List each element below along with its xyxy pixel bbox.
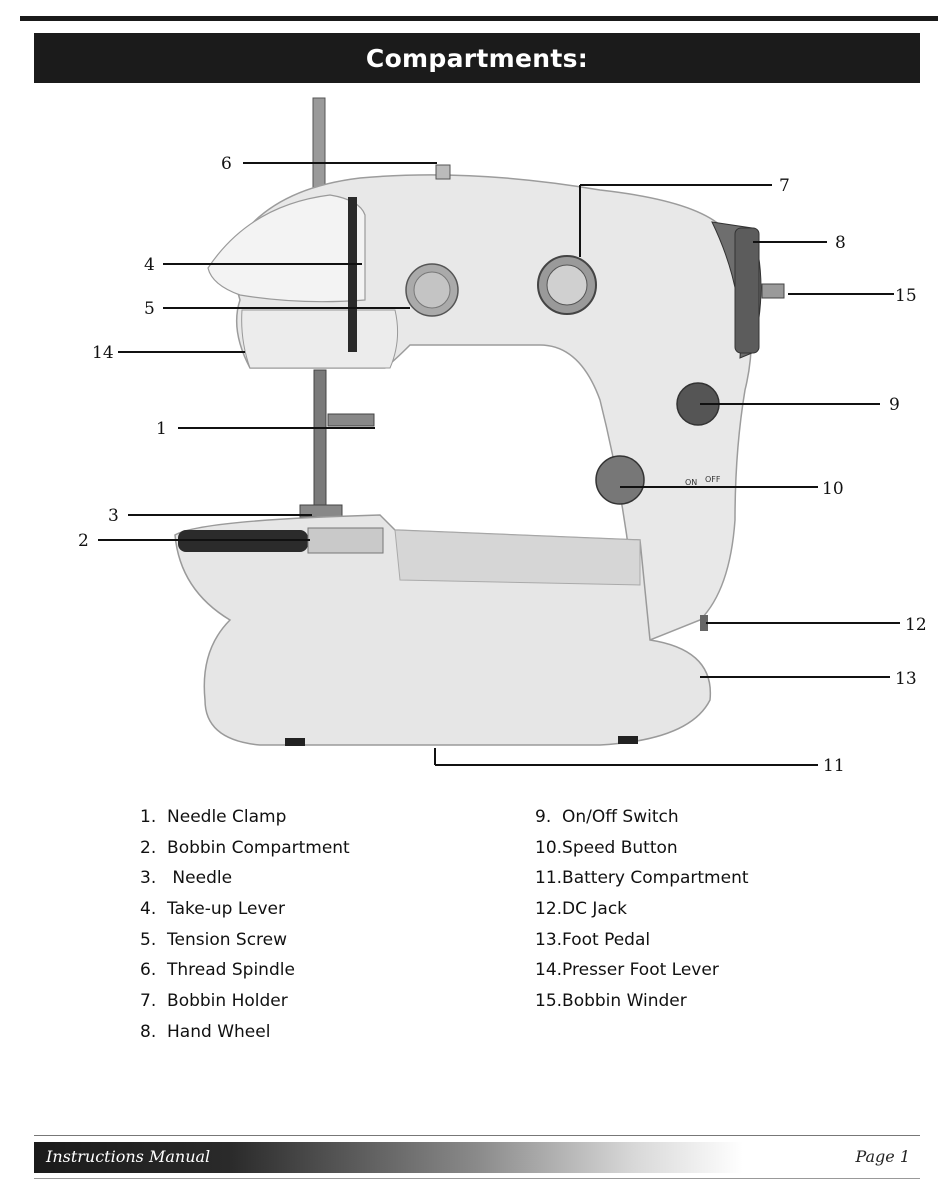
part-item: 15.Bobbin Winder (535, 991, 687, 1012)
base-tray (394, 529, 641, 586)
part-item: 5. Tension Screw (140, 929, 288, 950)
callout-14: 14 (92, 343, 114, 363)
footer-bottom-rule (34, 1178, 920, 1179)
head-cover (207, 194, 366, 303)
callout-4: 4 (144, 255, 155, 275)
right-foot (618, 736, 638, 744)
callout-9: 9 (889, 395, 900, 415)
callout-15: 15 (895, 286, 917, 306)
left-foot (285, 738, 305, 746)
callout-1: 1 (156, 419, 167, 439)
needle-plate (307, 527, 384, 554)
head-lower (241, 309, 399, 369)
callout-12: 12 (905, 615, 927, 635)
callout-10: 10 (822, 479, 844, 499)
part-item: 13.Foot Pedal (535, 929, 651, 950)
callout-2: 2 (78, 531, 89, 551)
callout-6: 6 (221, 154, 232, 174)
callout-8: 8 (835, 233, 846, 253)
part-item: 2. Bobbin Compartment (140, 837, 350, 858)
part-item: 3. Needle (140, 868, 233, 889)
callout-5: 5 (144, 299, 155, 319)
dc-jack (700, 615, 708, 631)
needle-bar (313, 369, 327, 506)
page-number: Page 1 (855, 1147, 910, 1166)
on-label: ON (685, 478, 697, 487)
top-rule (20, 16, 938, 21)
part-item: 8. Hand Wheel (140, 1021, 271, 1042)
speed-button (595, 455, 645, 505)
part-item: 1. Needle Clamp (140, 807, 287, 827)
title-bar: Compartments: (34, 33, 920, 83)
part-item: 7. Bobbin Holder (140, 991, 288, 1012)
part-item: 4. Take-up Lever (140, 899, 285, 920)
part-item: 9. On/Off Switch (535, 807, 679, 827)
off-label: OFF (705, 475, 721, 484)
callout-11: 11 (823, 756, 845, 776)
sewing-machine-diagram: ON OFF L H 6 7 8 15 4 5 14 1 9 10 (78, 97, 927, 776)
part-item: 10.Speed Button (535, 837, 678, 858)
footer-bar: Instructions Manual Page 1 (34, 1142, 920, 1173)
spindle-cap (435, 164, 451, 180)
bobbin-winder (761, 283, 785, 299)
needle-clamp (327, 413, 375, 427)
take-up-slot (348, 197, 357, 352)
footer-top-rule (34, 1135, 920, 1136)
callout-13: 13 (895, 669, 917, 689)
page-title: Compartments: (365, 43, 589, 73)
parts-list-right: 9. On/Off Switch 10.Speed Button 11.Batt… (535, 802, 749, 1017)
part-item: 11.Battery Compartment (535, 868, 749, 889)
part-item: 14.Presser Foot Lever (535, 960, 719, 981)
callout-7: 7 (779, 176, 790, 196)
callout-3: 3 (108, 506, 119, 526)
part-item: 6. Thread Spindle (140, 960, 295, 981)
parts-list-left: 1. Needle Clamp 2. Bobbin Compartment 3.… (140, 802, 350, 1048)
footer-manual-title: Instructions Manual (46, 1147, 211, 1166)
callout-lines (98, 162, 900, 766)
part-item: 12.DC Jack (535, 899, 628, 920)
